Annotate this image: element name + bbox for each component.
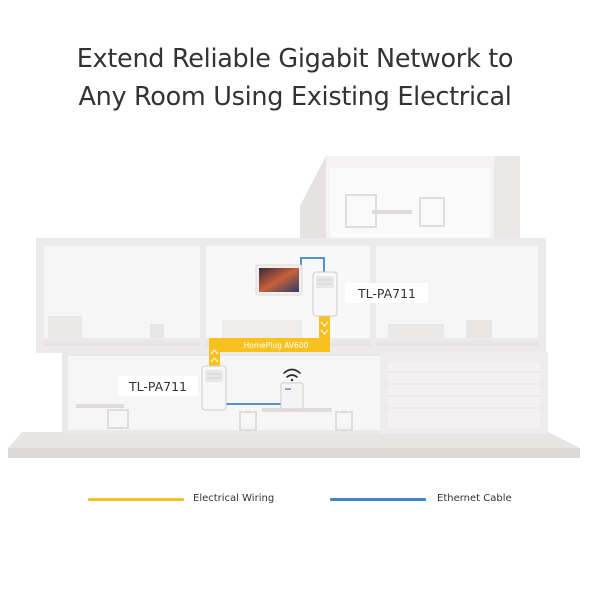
- headline: Extend Reliable Gigabit Network to Any R…: [0, 40, 590, 116]
- adapter-upper-label-box: [345, 283, 428, 303]
- legend-ethernet: Ethernet Cable: [330, 490, 530, 508]
- legend-electrical-label: Electrical Wiring: [193, 493, 275, 504]
- powerline-adapter-icon-upper: [312, 271, 338, 317]
- wifi-icon: [283, 368, 301, 382]
- ground-floor: [62, 352, 548, 434]
- top-floor: [300, 156, 520, 240]
- headline-line-2: Any Room Using Existing Electrical: [78, 82, 512, 112]
- adapter-upper-label: TL-PA711: [357, 286, 416, 301]
- link-label: HomePlug AV600: [244, 341, 309, 350]
- legend-electrical-swatch: [88, 498, 184, 501]
- powerline-adapter-icon-lower: [201, 365, 227, 411]
- ground-slab: [8, 432, 580, 458]
- middle-floor: [36, 238, 546, 353]
- legend-ethernet-swatch: [330, 498, 426, 501]
- legend-ethernet-label: Ethernet Cable: [437, 493, 512, 504]
- headline-line-1: Extend Reliable Gigabit Network to: [76, 44, 514, 74]
- tv-icon: [255, 264, 303, 296]
- electrical-wiring: [209, 314, 330, 370]
- router-icon: [280, 382, 304, 410]
- legend-electrical: Electrical Wiring: [88, 490, 288, 508]
- adapter-lower-label: TL-PA711: [128, 379, 187, 394]
- adapter-lower-label-box: [118, 376, 198, 396]
